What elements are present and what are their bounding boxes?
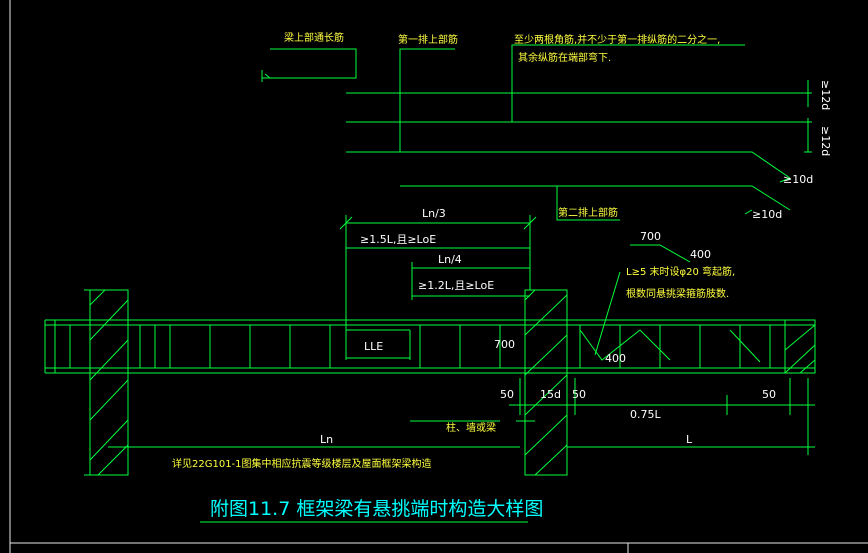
dim-lle: LLE <box>364 340 383 353</box>
dim-12d-a: ≥12d <box>819 80 832 110</box>
label-beam-top-through: 梁上部通长筋 <box>284 31 344 44</box>
label-column-wall: 柱、墙或梁 <box>446 421 496 434</box>
note-line-2: 其余纵筋在端部弯下. <box>518 51 611 64</box>
label-first-row-top: 第一排上部筋 <box>398 33 458 46</box>
dim-0-75l: 0.75L <box>630 408 661 421</box>
dim-10d-b: ≥10d <box>752 208 782 221</box>
dim-50-mid: 50 <box>572 388 586 401</box>
note-leaders <box>346 244 691 360</box>
bottom-dimensions <box>108 378 815 455</box>
dim-50-left: 50 <box>500 388 514 401</box>
note-l5-line-1: L≥5 末时设φ20 弯起筋, <box>626 265 735 278</box>
dim-400-beam: 400 <box>605 352 626 365</box>
dim-1-2l: ≥1.2L,且≥LoE <box>418 279 494 292</box>
beam-body <box>44 319 816 374</box>
note-line-1: 至少两根角筋,并不少于第一排纵筋的二分之一, <box>514 33 720 46</box>
dim-700-beam: 700 <box>494 338 515 351</box>
dim-400-top: 400 <box>690 248 711 261</box>
label-detail-ref: 详见22G101-1图集中相应抗震等级楼层及屋面框架梁构造 <box>172 457 432 470</box>
dim-10d-a: ≥10d <box>783 173 813 186</box>
dim-ln: Ln <box>320 433 333 446</box>
dim-ln4: Ln/4 <box>438 253 462 266</box>
drawing-title: 附图11.7 框架梁有悬挑端时构造大样图 <box>210 498 543 520</box>
top-rebar-lines <box>261 44 812 221</box>
dim-ln3: Ln/3 <box>422 207 446 220</box>
dim-12d-b: ≥12d <box>819 126 832 156</box>
dim-50-right: 50 <box>762 388 776 401</box>
note-l5-line-2: 根数同悬挑梁箍筋肢数. <box>626 287 729 300</box>
dim-1-5l: ≥1.5L,且≥LoE <box>360 233 436 246</box>
span-dimensions <box>339 215 537 360</box>
label-second-row-top: 第二排上部筋 <box>558 206 618 219</box>
dim-15d: 15d <box>540 388 561 401</box>
dim-700-top: 700 <box>640 230 661 243</box>
right-column <box>524 289 568 476</box>
dim-l: L <box>686 433 693 446</box>
